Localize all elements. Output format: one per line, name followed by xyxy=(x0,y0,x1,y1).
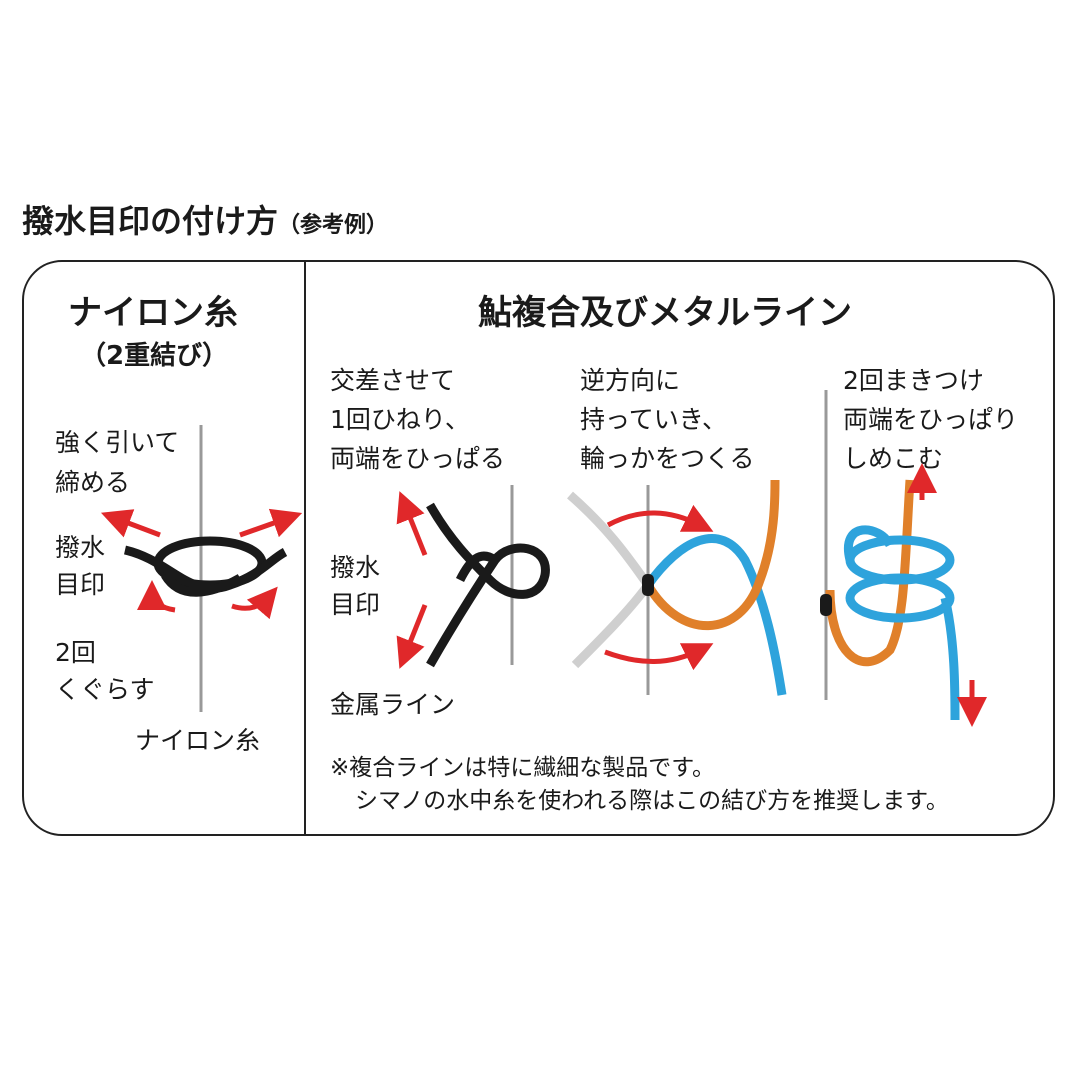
nylon-line-label: ナイロン糸 xyxy=(135,726,261,755)
composite-marker-label: 撥水 xyxy=(330,553,381,582)
title-suffix: （参考例） xyxy=(278,213,389,238)
step3-diagram xyxy=(820,390,987,727)
step2-text: 持っていき、 xyxy=(580,405,728,434)
step1-text: 両端をひっぱる xyxy=(330,444,506,473)
arrow-icons xyxy=(100,508,303,620)
step2-text: 輪っかをつくる xyxy=(580,444,755,473)
note-line: ※複合ラインは特に繊細な製品です。 xyxy=(330,755,715,781)
marker-label: 撥水 xyxy=(55,533,106,562)
step2-text: 逆方向に xyxy=(580,366,681,395)
loop-label: 2回 xyxy=(55,638,96,667)
nylon-heading: ナイロン糸 xyxy=(68,293,238,333)
metal-line-label: 金属ライン xyxy=(330,690,456,719)
step3-text: しめこむ xyxy=(843,444,944,473)
step2-diagram xyxy=(567,479,787,696)
nylon-knot-diagram xyxy=(100,425,303,712)
nylon-subheading: （2重結び） xyxy=(80,341,229,371)
step1-text: 交差させて xyxy=(330,366,456,395)
marker-label: 目印 xyxy=(55,570,106,599)
pull-label: 締める xyxy=(55,468,131,497)
pull-label: 強く引いて xyxy=(55,428,180,457)
diagram-frame xyxy=(22,260,1055,836)
step3-text: 2回まきつけ xyxy=(843,366,984,395)
note-line: シマノの水中糸を使われる際はこの結び方を推奨します。 xyxy=(355,788,949,814)
composite-marker-label: 目印 xyxy=(330,590,381,619)
composite-heading: 鮎複合及びメタルライン xyxy=(478,293,852,333)
page-title: 撥水目印の付け方（参考例） xyxy=(22,202,389,240)
loop-label: くぐらす xyxy=(55,675,155,704)
step1-text: 1回ひねり、 xyxy=(330,405,470,434)
step3-text: 両端をひっぱり xyxy=(843,405,1019,434)
step1-diagram xyxy=(396,485,550,669)
section-divider xyxy=(304,261,306,835)
